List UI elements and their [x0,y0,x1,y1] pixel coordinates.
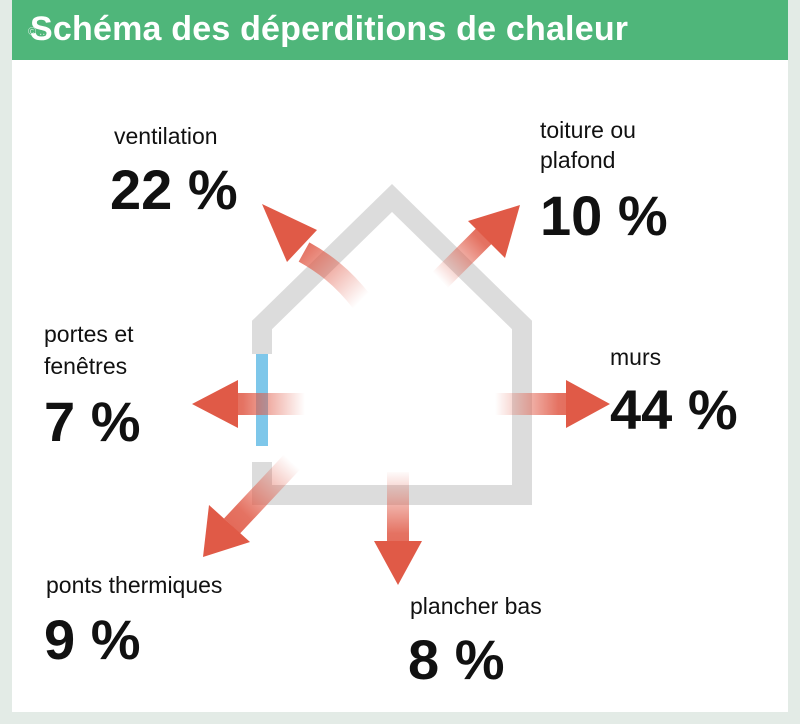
value-murs: 44 % [610,378,738,441]
watermark: © ... [28,26,49,38]
label-toiture-line1: toiture ou [540,117,636,143]
arrow-murs [495,380,610,428]
label-ponts-thermiques: ponts thermiques [46,572,223,598]
value-portes-fenetres: 7 % [44,390,141,453]
label-toiture-line2: plafond [540,147,616,173]
label-portes-line1: portes et [44,321,134,347]
value-plancher-bas: 8 % [408,628,505,691]
arrow-plancher-bas [374,472,422,585]
value-toiture: 10 % [540,184,668,247]
label-portes-line2: fenêtres [44,353,128,379]
arrow-ventilation [262,204,371,309]
title-bar: Schéma des déperditions de chaleur © ... [12,0,788,60]
value-ventilation: 22 % [110,158,238,221]
label-ventilation: ventilation [114,123,218,149]
label-murs: murs [610,344,662,370]
page-title: Schéma des déperditions de chaleur [30,10,629,48]
label-plancher-bas: plancher bas [410,593,542,619]
arrow-ponts-thermiques [203,454,301,557]
value-ponts-thermiques: 9 % [44,608,141,671]
diagram-panel [12,0,788,712]
arrow-toiture [432,205,520,288]
arrow-portes-fenetres [192,380,305,428]
